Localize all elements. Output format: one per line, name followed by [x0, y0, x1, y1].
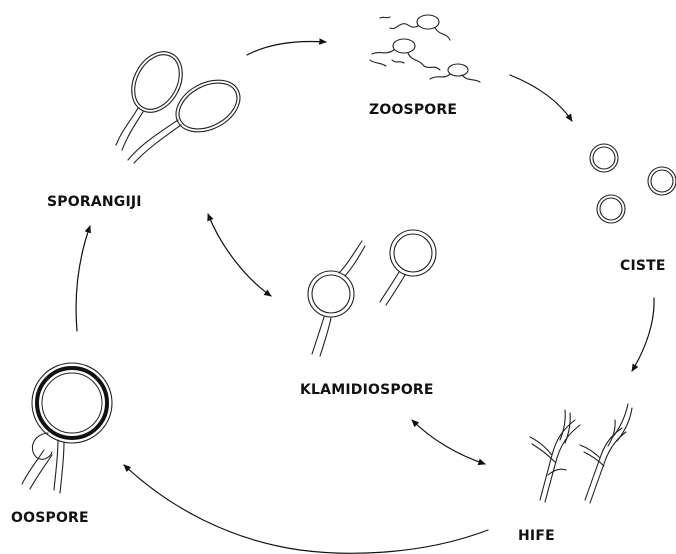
arrow-zoospores-to-cysts — [510, 75, 572, 121]
label-oospore: OOSPORE — [11, 511, 89, 525]
arrow-hyphae-to-oospore — [124, 465, 488, 553]
label-sporangiji: SPORANGIJI — [47, 195, 142, 209]
arrow-sporangia-chlamydospores — [208, 214, 271, 296]
arrow-cysts-to-hyphae — [632, 298, 654, 371]
arrow-oospore-to-sporangia — [76, 226, 90, 331]
sporangia-illustration — [116, 43, 249, 163]
cycle-arrows — [76, 42, 654, 554]
label-klamidiospore: KLAMIDIOSPORE — [300, 383, 434, 397]
arrow-sporangia-to-zoospores — [247, 42, 326, 55]
label-hife: HIFE — [518, 529, 555, 543]
oospore-illustration — [22, 363, 112, 493]
arrow-hyphae-chlamydospores — [412, 420, 485, 464]
label-ciste: CISTE — [620, 259, 666, 273]
chlamydospores-illustration — [308, 230, 436, 356]
cysts-illustration — [590, 144, 676, 223]
hyphae-illustration — [530, 404, 632, 503]
zoospores-illustration — [370, 15, 480, 82]
label-zoospore: ZOOSPORE — [369, 103, 457, 117]
